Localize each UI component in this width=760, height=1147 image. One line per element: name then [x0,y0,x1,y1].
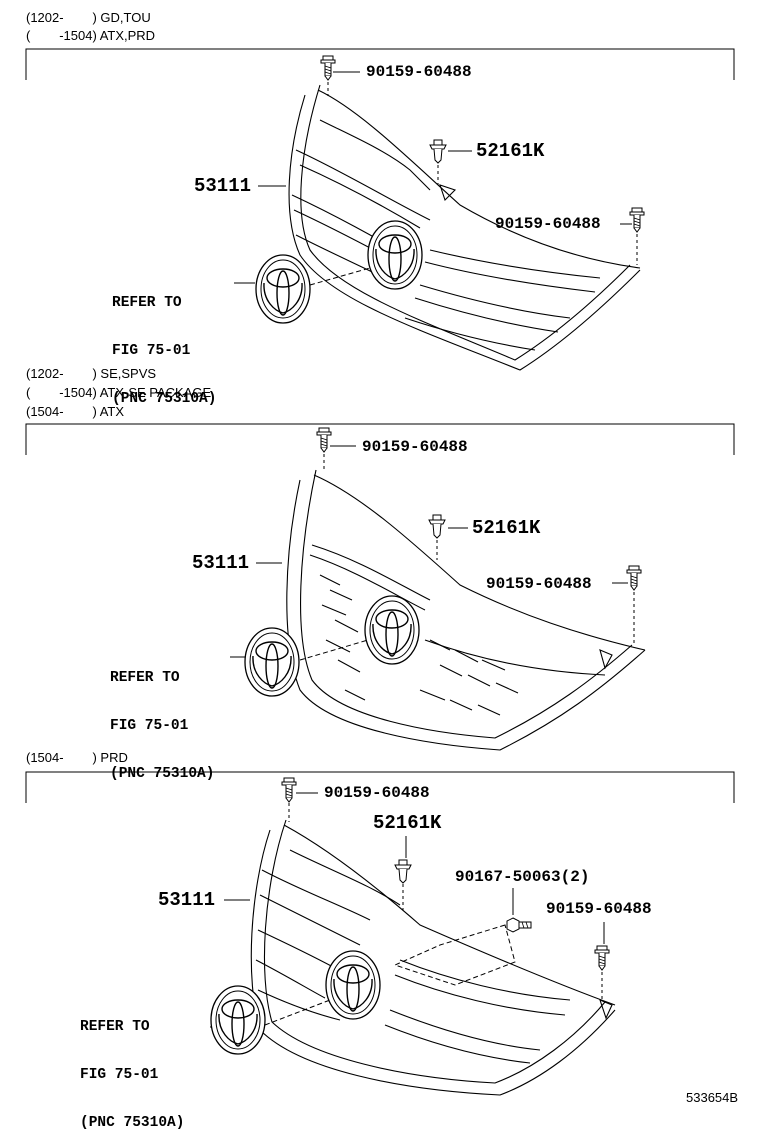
section-3-header-line-1: (1504- ) PRD [26,750,128,765]
section-1-refer-line-2: FIG 75-01 [112,343,191,359]
section-2-refer-line-2: FIG 75-01 [110,718,189,734]
section-1-refer-line-3: (PNC 75310A) [112,391,217,407]
section-1-header-line-1: (1202- ) GD,TOU [26,10,151,25]
section-2-grille-label: 53111 [192,552,250,574]
section-1-clip-label: 52161K [476,140,545,162]
section-2-refer-line-3: (PNC 75310A) [110,766,215,782]
section-2-header-line-3: (1504- ) ATX [26,404,125,419]
section-2-header-line-1: (1202- ) SE,SPVS [26,366,157,381]
section-1-header-line-2: ( -1504) ATX,PRD [26,28,156,43]
section-2-bolt-top-label: 90159-60488 [362,438,468,456]
section-1-grille-label: 53111 [194,175,252,197]
section-3-screw-label: 90167-50063(2) [455,868,590,886]
parts-diagram: (1202- ) GD,TOU ( -1504) ATX,PRD 90159-6… [25,10,739,1131]
section-1-refer-line-1: REFER TO [112,295,182,311]
section-3-grille-label: 53111 [158,889,216,911]
section-2-refer-line-1: REFER TO [110,670,180,686]
section-2-clip-label: 52161K [472,517,541,539]
section-3-refer-note: REFER TO FIG 75-01 (PNC 75310A) [80,987,184,1147]
section-1-bolt-top-label: 90159-60488 [366,63,472,81]
section-1-bolt-right-label: 90159-60488 [495,215,601,233]
section-3-bolt-right-label: 90159-60488 [546,900,652,918]
figure-id: 533654B [686,1090,739,1105]
section-3-bolt-top-label: 90159-60488 [324,784,430,802]
diagram-artwork [25,48,735,1096]
section-2-refer-note: REFER TO FIG 75-01 (PNC 75310A) [110,638,214,798]
section-3-refer-line-1: REFER TO [80,1019,150,1035]
section-1-refer-note: REFER TO FIG 75-01 (PNC 75310A) [112,263,216,423]
section-2-header-line-2: ( -1504) ATX-SE PACKAGE [26,385,212,400]
section-3-clip-label: 52161K [373,812,442,834]
section-3-refer-line-3: (PNC 75310A) [80,1115,185,1131]
section-2-bolt-right-label: 90159-60488 [486,575,592,593]
section-3-refer-line-2: FIG 75-01 [80,1067,159,1083]
